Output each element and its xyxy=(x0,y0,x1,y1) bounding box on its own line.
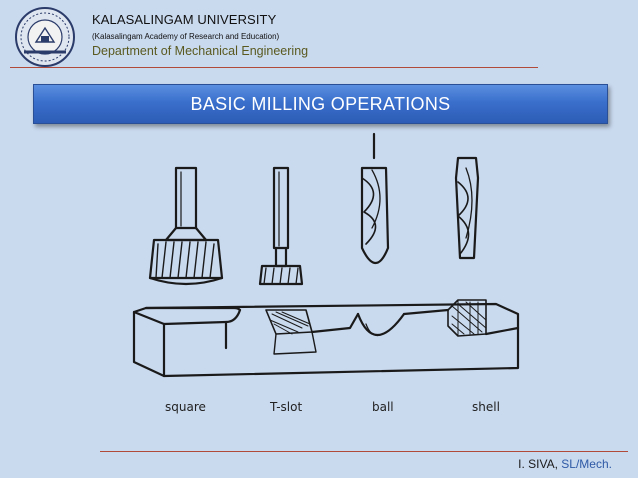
department-name: Department of Mechanical Engineering xyxy=(92,44,309,58)
label-ball: ball xyxy=(372,400,394,414)
label-square: square xyxy=(165,400,206,414)
slide-title: BASIC MILLING OPERATIONS xyxy=(190,93,451,114)
label-shell: shell xyxy=(472,400,500,414)
university-name: KALASALINGAM UNIVERSITY xyxy=(92,12,277,27)
footer-role: SL/Mech. xyxy=(561,457,612,471)
university-subtitle: (Kalasalingam Academy of Research and Ed… xyxy=(92,32,280,41)
tslot-cutter-drawing xyxy=(258,166,304,286)
footer-divider xyxy=(100,451,628,452)
milling-operations-illustration xyxy=(132,132,520,378)
ball-cutter-drawing xyxy=(360,132,390,265)
slide-title-bar: BASIC MILLING OPERATIONS xyxy=(33,84,608,124)
footer-author: I. SIVA, xyxy=(518,457,558,471)
header-divider xyxy=(10,67,538,68)
label-tslot: T-slot xyxy=(270,400,303,414)
university-seal-logo xyxy=(15,7,75,67)
slide-footer: I. SIVA, SL/Mech. xyxy=(518,457,612,471)
workpiece-block-drawing xyxy=(132,299,520,378)
shell-cutter-drawing xyxy=(454,156,480,260)
square-cutter-drawing xyxy=(148,166,224,286)
